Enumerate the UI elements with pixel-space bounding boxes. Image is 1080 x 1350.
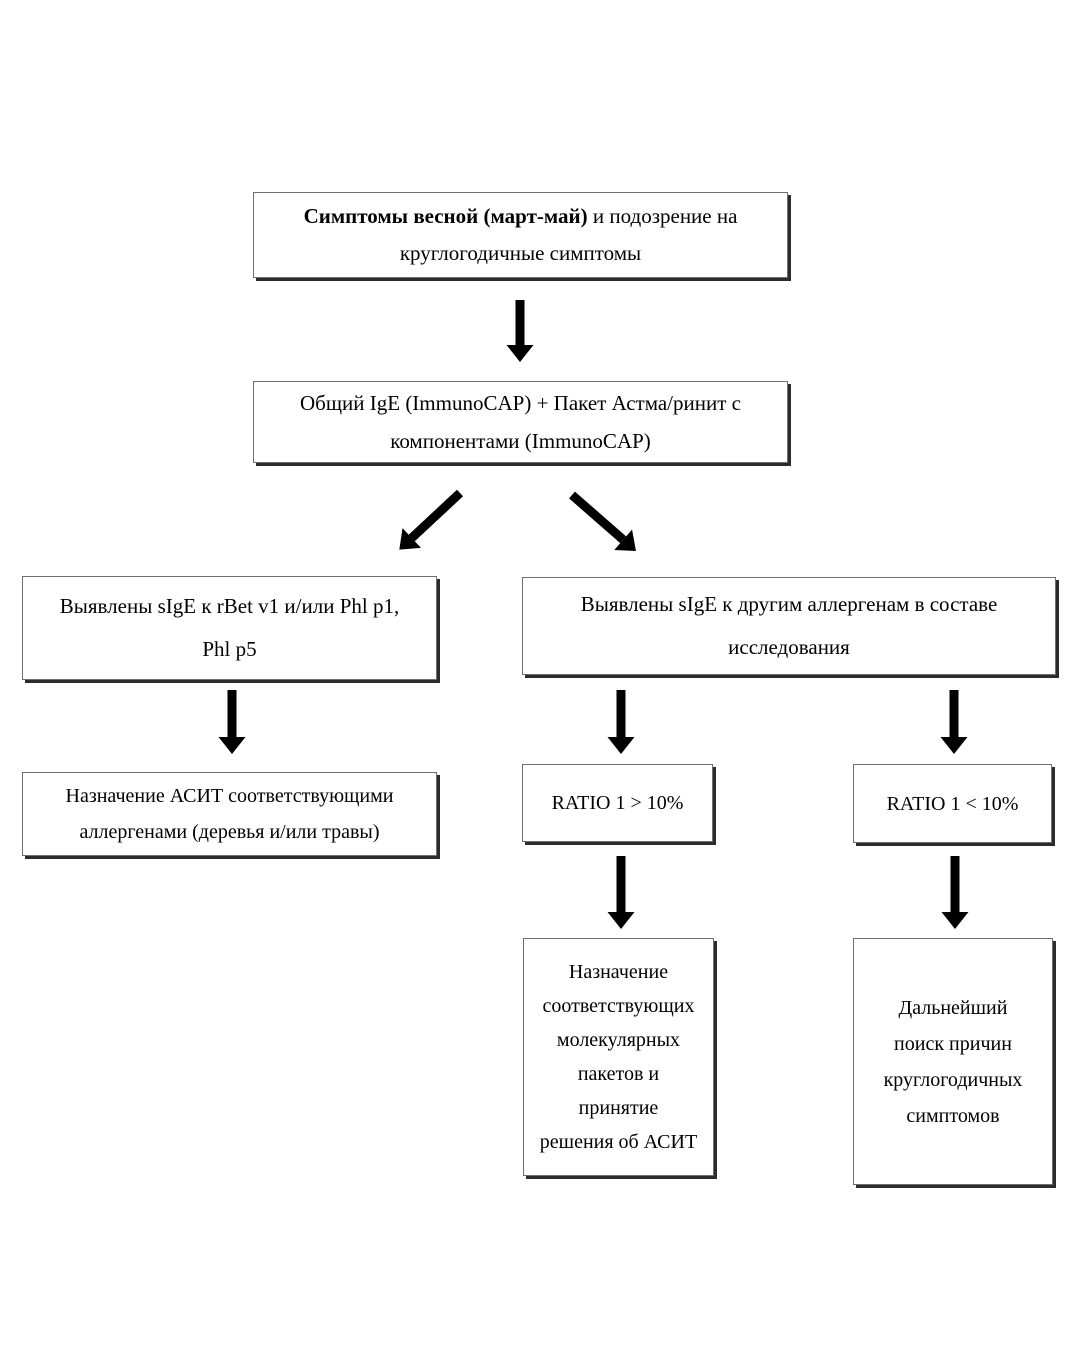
arrow-ratio-above-to-molecular	[607, 856, 635, 929]
arrow-sige-other-to-ratio-above	[607, 690, 635, 754]
node-ige-panel-text: Общий IgE (ImmunoCAP) + Пакет Астма/рини…	[300, 391, 741, 453]
arrow-symptoms-to-ige	[506, 300, 534, 362]
node-molecular-panels-text: Назначение соответствующих молекулярных …	[539, 961, 698, 1153]
node-symptoms-spring: Симптомы весной (март-май) и подозрение …	[253, 192, 788, 278]
node-molecular-panels: Назначение соответствующих молекулярных …	[523, 938, 714, 1176]
node-further-search: Дальнейший поиск причин круглогодичных с…	[853, 938, 1053, 1185]
node-symptoms-spring-rest-text: и подозрение на круглогодичные симптомы	[399, 204, 738, 265]
node-sige-bet-phl: Выявлены sIgE к rBet v1 и/или Phl p1, Ph…	[22, 576, 437, 680]
node-asit-assignment: Назначение АСИТ соответствующими аллерге…	[22, 772, 437, 856]
node-sige-bet-phl-text: Выявлены sIgE к rBet v1 и/или Phl p1, Ph…	[59, 594, 400, 661]
node-symptoms-spring-text: Симптомы весной (март-май) и подозрение …	[304, 198, 738, 272]
node-ratio-above-10: RATIO 1 > 10%	[522, 764, 713, 842]
arrow-ige-to-sige-bet-phl	[399, 489, 464, 550]
node-ratio-below-10-text: RATIO 1 < 10%	[886, 792, 1019, 815]
node-ige-panel: Общий IgE (ImmunoCAP) + Пакет Астма/рини…	[253, 381, 788, 463]
node-ratio-above-10-text: RATIO 1 > 10%	[551, 792, 684, 814]
node-sige-other-text: Выявлены sIgE к другим аллергенам в сост…	[580, 592, 998, 659]
arrow-sige-other-to-ratio-below	[940, 690, 968, 754]
arrow-sige-bet-phl-to-asit	[218, 690, 246, 754]
node-further-search-text: Дальнейший поиск причин круглогодичных с…	[883, 996, 1023, 1127]
arrow-ratio-below-to-further-search	[941, 856, 969, 929]
node-symptoms-spring-bold-text: Симптомы весной (март-май)	[303, 204, 588, 228]
node-sige-other: Выявлены sIgE к другим аллергенам в сост…	[522, 577, 1056, 675]
node-ratio-below-10: RATIO 1 < 10%	[853, 764, 1052, 843]
arrow-ige-to-sige-other	[569, 491, 636, 551]
node-asit-assignment-text: Назначение АСИТ соответствующими аллерге…	[65, 785, 394, 843]
